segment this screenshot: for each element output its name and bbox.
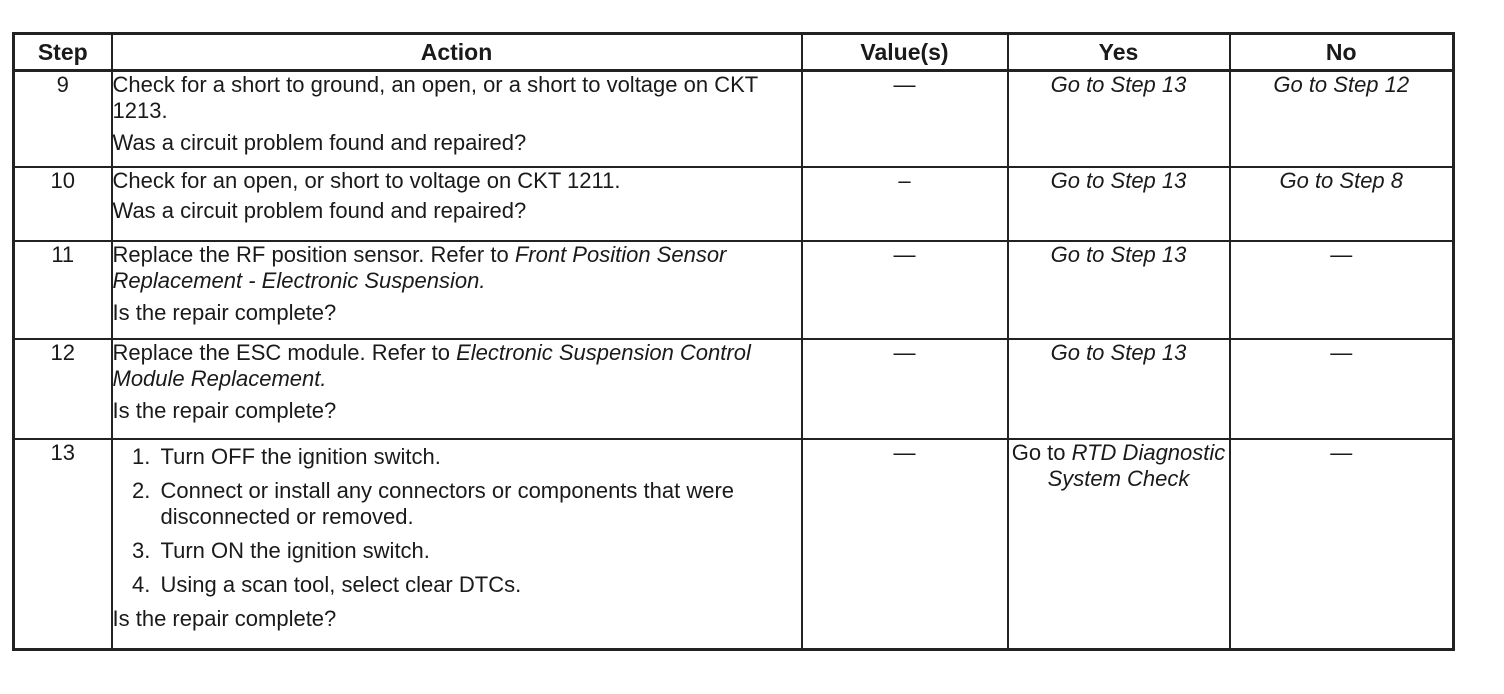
table-row: 11 Replace the RF position sensor. Refer… <box>12 240 1455 340</box>
value-dash: — <box>893 340 916 365</box>
yes-cell: Go to RTD Diagnostic System Check <box>1006 438 1231 651</box>
no-cell: Go to Step 8 <box>1228 166 1455 242</box>
table-row: 12 Replace the ESC module. Refer to Elec… <box>12 338 1455 440</box>
action-prefix: Replace the ESC module. Refer to <box>112 340 457 365</box>
yes-prefix: Go to <box>1011 440 1072 465</box>
table-row: 13 Turn OFF the ignition switch. Connect… <box>12 438 1455 651</box>
step-number: 10 <box>12 166 113 242</box>
header-values: Value(s) <box>800 32 1009 72</box>
diagnostic-table-page: Step Action Value(s) Yes No 9 Check for … <box>12 32 1455 651</box>
action-reference: Front Position Sensor Replacement - Elec… <box>112 242 727 293</box>
header-no: No <box>1228 32 1455 72</box>
action-reference: Electronic Suspension Control Module Rep… <box>112 340 751 391</box>
header-row: Step Action Value(s) Yes No <box>12 32 1455 72</box>
value-cell: — <box>800 240 1009 340</box>
yes-cell: Go to Step 13 <box>1006 338 1231 440</box>
action-cell: Replace the ESC module. Refer to Electro… <box>110 338 803 440</box>
header-yes: Yes <box>1006 32 1231 72</box>
yes-link-text: Go to RTD Diagnostic System Check <box>1009 440 1229 492</box>
list-item: Turn ON the ignition switch. <box>157 538 801 564</box>
diagnostic-table: Step Action Value(s) Yes No 9 Check for … <box>12 32 1455 651</box>
action-cell: Turn OFF the ignition switch. Connect or… <box>110 438 803 651</box>
action-question: Was a circuit problem found and repaired… <box>112 130 527 155</box>
action-text: Replace the ESC module. Refer to Electro… <box>113 340 801 392</box>
action-question: Is the repair complete? <box>112 606 337 631</box>
procedure-list: Turn OFF the ignition switch. Connect or… <box>113 444 801 598</box>
value-cell: — <box>800 69 1009 168</box>
no-dash: — <box>1330 440 1353 465</box>
no-dash: — <box>1330 242 1353 267</box>
step-number: 13 <box>12 438 113 651</box>
action-cell: Check for a short to ground, an open, or… <box>110 69 803 168</box>
action-question: Is the repair complete? <box>112 300 337 325</box>
no-cell: Go to Step 12 <box>1228 69 1455 168</box>
no-dash: — <box>1330 340 1353 365</box>
value-dash: – <box>898 168 911 193</box>
value-dash: — <box>893 72 916 97</box>
action-text: Replace the RF position sensor. Refer to… <box>113 242 801 294</box>
action-cell: Replace the RF position sensor. Refer to… <box>110 240 803 340</box>
no-cell: — <box>1228 240 1455 340</box>
value-cell: — <box>800 438 1009 651</box>
header-step: Step <box>12 32 113 72</box>
value-dash: — <box>893 440 916 465</box>
action-text: Check for an open, or short to voltage o… <box>112 168 621 193</box>
list-item: Turn OFF the ignition switch. <box>157 444 801 470</box>
list-item: Connect or install any connectors or com… <box>157 478 801 530</box>
list-item: Using a scan tool, select clear DTCs. <box>157 572 801 598</box>
action-prefix: Replace the RF position sensor. Refer to <box>112 242 515 267</box>
value-cell: – <box>800 166 1009 242</box>
step-number: 11 <box>12 240 113 340</box>
header-action: Action <box>110 32 803 72</box>
step-number: 9 <box>12 69 113 168</box>
table-row: 10 Check for an open, or short to voltag… <box>12 166 1455 242</box>
action-question: Is the repair complete? <box>112 398 337 423</box>
yes-cell: Go to Step 13 <box>1006 240 1231 340</box>
yes-cell: Go to Step 13 <box>1006 69 1231 168</box>
yes-reference: RTD Diagnostic System Check <box>1047 440 1226 491</box>
action-question: Was a circuit problem found and repaired… <box>112 198 527 223</box>
action-text: Check for a short to ground, an open, or… <box>112 72 758 123</box>
yes-cell: Go to Step 13 <box>1006 166 1231 242</box>
action-cell: Check for an open, or short to voltage o… <box>110 166 803 242</box>
value-dash: — <box>893 242 916 267</box>
no-cell: — <box>1228 438 1455 651</box>
table-row: 9 Check for a short to ground, an open, … <box>12 69 1455 168</box>
step-number: 12 <box>12 338 113 440</box>
value-cell: — <box>800 338 1009 440</box>
no-cell: — <box>1228 338 1455 440</box>
